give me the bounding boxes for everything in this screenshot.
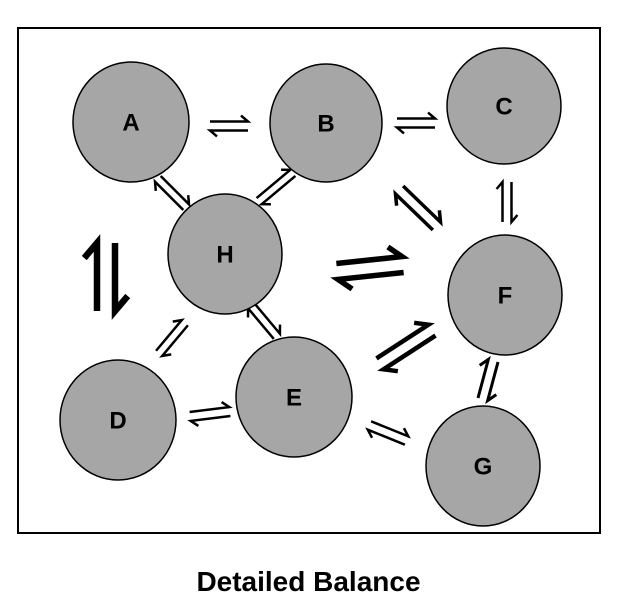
equilibrium-arrow-c-f (495, 178, 519, 226)
equilibrium-arrow-b-f (393, 184, 443, 232)
node-circle (425, 405, 541, 527)
equilibrium-arrow-h-b (255, 168, 297, 206)
equilibrium-arrows (81, 111, 519, 446)
node-d: D (59, 359, 177, 481)
node-label: F (498, 283, 513, 310)
equilibrium-arrow-h-d (155, 318, 189, 358)
node-label: C (495, 94, 512, 121)
node-label: B (317, 111, 334, 138)
equilibrium-arrow-e-g (365, 420, 411, 446)
node-f: F (447, 234, 563, 356)
node-label: A (122, 110, 139, 137)
node-label: D (109, 408, 126, 435)
node-circle (269, 63, 383, 183)
node-c: C (446, 47, 562, 165)
node-circle (59, 359, 177, 481)
node-label: H (216, 242, 233, 269)
equilibrium-arrow-a-b (206, 114, 252, 138)
node-h: H (167, 193, 283, 315)
diagram-caption: Detailed Balance (196, 566, 421, 597)
equilibrium-arrow-large (81, 234, 131, 320)
node-circle (447, 234, 563, 356)
node-circle (72, 61, 190, 183)
node-label: G (474, 454, 493, 481)
state-nodes: A B C H F D E G (59, 47, 563, 527)
node-a: A (72, 61, 190, 183)
equilibrium-arrow-h-f (330, 244, 410, 292)
equilibrium-arrow-e-f (375, 320, 437, 374)
equilibrium-arrow-f-g (476, 355, 500, 405)
equilibrium-arrow-a-h (153, 175, 191, 211)
node-g: G (425, 405, 541, 527)
node-label: E (286, 385, 302, 412)
node-circle (446, 47, 562, 165)
node-b: B (269, 63, 383, 183)
node-e: E (235, 336, 353, 458)
node-circle (235, 336, 353, 458)
equilibrium-arrow-b-c (393, 111, 439, 135)
equilibrium-arrow-d-e (187, 400, 233, 428)
node-circle (167, 193, 283, 315)
reaction-network-diagram: A B C H F D E G (17, 27, 601, 534)
